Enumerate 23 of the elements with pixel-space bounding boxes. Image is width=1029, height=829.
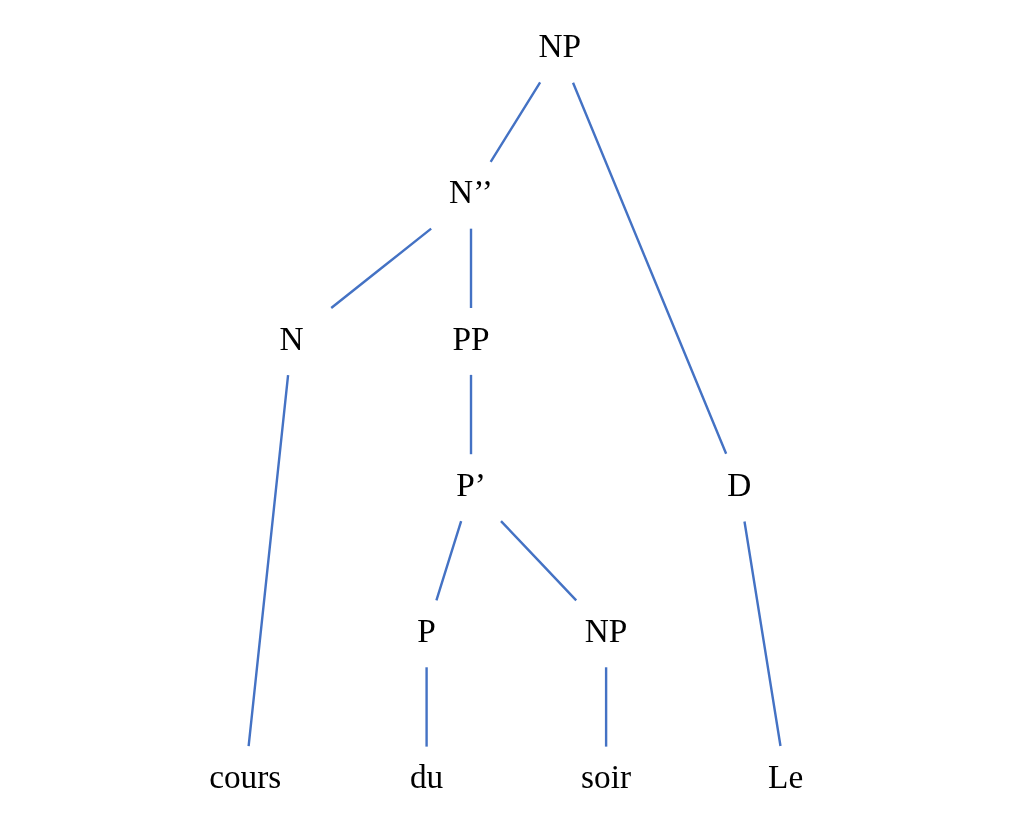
node-text: NP: [538, 27, 582, 65]
connector: [247, 375, 290, 747]
connector: [604, 667, 608, 747]
node-text: P: [417, 611, 436, 649]
connector: [425, 667, 428, 747]
node-text: cours: [209, 758, 282, 796]
node-text: P’: [456, 465, 486, 503]
node-text: Le: [768, 758, 804, 796]
connector: [571, 82, 728, 455]
connector: [330, 227, 432, 309]
connector: [435, 520, 463, 601]
connector: [489, 81, 542, 163]
node-text: PP: [452, 319, 490, 357]
node-text: N’’: [449, 173, 493, 211]
connector: [469, 228, 473, 308]
connector: [469, 374, 473, 455]
node-text: D: [727, 465, 752, 503]
connector: [743, 521, 782, 747]
node-text: du: [409, 758, 444, 796]
node-text: NP: [584, 611, 628, 649]
node-text: soir: [581, 758, 632, 796]
node-text: N: [279, 319, 304, 357]
connector: [500, 520, 578, 602]
